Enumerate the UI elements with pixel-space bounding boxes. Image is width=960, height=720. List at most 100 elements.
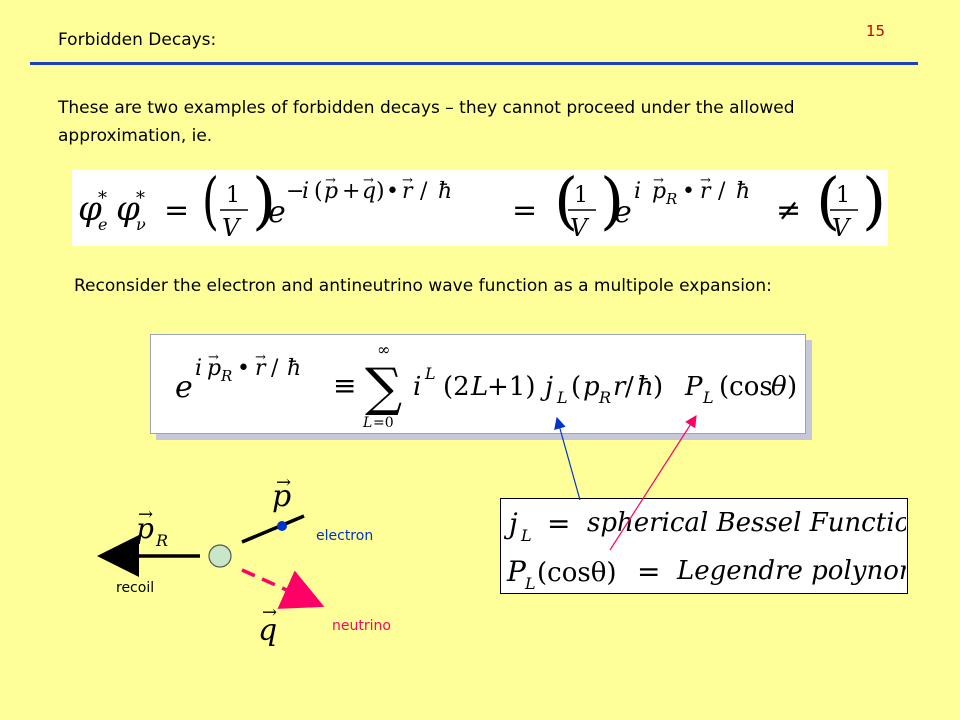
svg-text:+1): +1) bbox=[487, 372, 535, 402]
svg-text:+: + bbox=[342, 179, 360, 204]
svg-text:→: → bbox=[276, 472, 291, 493]
pl-symbol: P bbox=[506, 555, 527, 588]
svg-text:): ) bbox=[787, 372, 797, 402]
jl-pointer-arrow bbox=[554, 416, 581, 501]
svg-text:→: → bbox=[700, 173, 711, 188]
svg-text:e: e bbox=[175, 370, 193, 405]
svg-text:L: L bbox=[470, 372, 488, 402]
svg-text:i: i bbox=[413, 372, 421, 402]
neutrino-label: neutrino bbox=[332, 618, 391, 634]
svg-text:R: R bbox=[665, 190, 677, 208]
svg-text:r: r bbox=[402, 179, 414, 204]
svg-text:ħ: ħ bbox=[287, 356, 301, 381]
svg-text:e: e bbox=[268, 195, 286, 230]
jl-description: spherical Bessel Function bbox=[587, 508, 906, 538]
svg-text:(: ( bbox=[816, 170, 840, 237]
svg-text:(: ( bbox=[202, 170, 219, 237]
svg-text:−: − bbox=[286, 179, 304, 204]
svg-text:r: r bbox=[255, 356, 267, 381]
svg-text:φ: φ bbox=[78, 189, 102, 229]
jl-subscript: L bbox=[520, 526, 532, 545]
electron-label: electron bbox=[316, 528, 374, 544]
intro-text: These are two examples of forbidden deca… bbox=[58, 98, 795, 146]
svg-text:/: / bbox=[420, 179, 428, 204]
svg-text:ν: ν bbox=[136, 215, 146, 234]
svg-text:L: L bbox=[556, 388, 568, 407]
svg-text:→: → bbox=[363, 173, 374, 188]
svg-text:=: = bbox=[547, 507, 570, 540]
neutrino-track bbox=[241, 568, 325, 609]
svg-text:ħ: ħ bbox=[438, 179, 452, 204]
pl-pointer-arrow bbox=[609, 414, 697, 551]
svg-text:∑: ∑ bbox=[365, 358, 402, 418]
svg-text:(: ( bbox=[554, 170, 578, 237]
svg-text:p: p bbox=[652, 179, 666, 204]
svg-text:≡: ≡ bbox=[333, 369, 356, 402]
electron-track bbox=[241, 514, 305, 544]
svg-text:i: i bbox=[302, 179, 309, 204]
svg-text:): ) bbox=[252, 170, 276, 237]
nucleus-circle bbox=[208, 544, 232, 568]
svg-text:(: ( bbox=[314, 179, 323, 204]
svg-text:(cos: (cos bbox=[719, 372, 773, 402]
svg-text:∞: ∞ bbox=[377, 340, 390, 359]
svg-text:1: 1 bbox=[226, 183, 240, 208]
svg-text:i: i bbox=[634, 179, 641, 204]
svg-text:p: p bbox=[207, 356, 221, 381]
svg-text:θ: θ bbox=[771, 372, 787, 402]
recoil-momentum-symbol: p bbox=[136, 512, 154, 545]
svg-text:/: / bbox=[625, 372, 634, 402]
svg-text:=: = bbox=[637, 555, 660, 588]
pl-argument: (cosθ) bbox=[537, 558, 617, 588]
svg-text:•: • bbox=[682, 179, 695, 204]
svg-text:e: e bbox=[614, 195, 632, 230]
svg-text:*: * bbox=[136, 188, 145, 209]
recoil-momentum-subscript: R bbox=[155, 531, 168, 550]
svg-text:1: 1 bbox=[574, 183, 588, 208]
multipole-expansion-equation: e i p → R • r → / ħ ≡ ∞ ∑ L =0 i L (2 L … bbox=[175, 340, 797, 431]
svg-text:=: = bbox=[512, 193, 537, 228]
svg-text:P: P bbox=[684, 372, 703, 402]
svg-text:→: → bbox=[402, 173, 413, 188]
svg-text:q: q bbox=[362, 179, 376, 204]
recoil-label: recoil bbox=[116, 580, 155, 596]
svg-text:p: p bbox=[324, 179, 338, 204]
electron-dot bbox=[277, 521, 287, 531]
pl-subscript: L bbox=[524, 574, 536, 592]
definitions-box: j L = spherical Bessel Function P L (cos… bbox=[500, 498, 956, 594]
svg-text:*: * bbox=[98, 188, 107, 209]
decay-diagram: p → p R → q → bbox=[97, 472, 325, 648]
svg-text:V: V bbox=[222, 214, 242, 242]
forbidden-condition-equation: φ * e φ * ν = ( 1 V ) e − i ( p → + q → … bbox=[78, 164, 886, 242]
svg-text:p: p bbox=[583, 372, 600, 402]
svg-text:): ) bbox=[862, 170, 886, 237]
title-rule bbox=[30, 62, 918, 65]
svg-text:ħ: ħ bbox=[637, 372, 654, 402]
svg-text:•: • bbox=[237, 356, 250, 381]
svg-text:i: i bbox=[195, 356, 202, 381]
svg-text:≠: ≠ bbox=[776, 193, 801, 228]
neutrino-momentum-symbol: q bbox=[258, 613, 277, 648]
svg-text:1: 1 bbox=[836, 183, 850, 208]
slide-title: Forbidden Decays: bbox=[58, 30, 217, 50]
equation-box-2: e i p → R • r → / ħ ≡ ∞ ∑ L =0 i L (2 L … bbox=[150, 334, 806, 434]
svg-text:e: e bbox=[98, 215, 107, 234]
svg-text:→: → bbox=[255, 350, 266, 365]
svg-text:/: / bbox=[718, 179, 726, 204]
electron-momentum-symbol: p bbox=[272, 479, 291, 514]
reconsider-text: Reconsider the electron and antineutrino… bbox=[74, 276, 772, 296]
svg-text:→: → bbox=[208, 350, 219, 365]
svg-text:/: / bbox=[271, 356, 279, 381]
svg-text:): ) bbox=[653, 372, 663, 402]
svg-text:): ) bbox=[600, 170, 624, 237]
svg-text:=: = bbox=[164, 193, 189, 228]
svg-text:(2: (2 bbox=[443, 372, 470, 402]
definitions-equations: j L = spherical Bessel Function P L (cos… bbox=[503, 507, 956, 593]
svg-text:(: ( bbox=[571, 372, 581, 402]
svg-text:L: L bbox=[702, 388, 714, 407]
svg-text:L: L bbox=[362, 415, 372, 431]
svg-text:→: → bbox=[262, 602, 277, 623]
svg-text:r: r bbox=[700, 179, 712, 204]
svg-text:): ) bbox=[376, 179, 385, 204]
